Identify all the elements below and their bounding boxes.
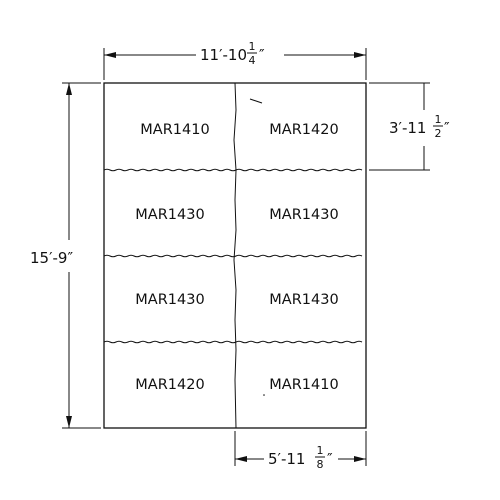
panel-r2-right: MAR1430 [269, 207, 338, 223]
right-height-whole: 3′-11 [389, 119, 426, 137]
stray-dot [263, 394, 265, 396]
top-width-num: 1 [249, 40, 256, 53]
panel-r1-right: MAR1420 [269, 122, 338, 138]
seam-line-2 [103, 254, 363, 258]
panel-r4-right: MAR1410 [269, 377, 338, 393]
top-width-den: 4 [249, 54, 256, 67]
bottom-width-dimension: 5′-11 1 8 ″ [234, 431, 367, 471]
left-height-dimension: 15′-9″ [30, 82, 101, 429]
center-divider-line [233, 82, 237, 429]
panel-r4-left: MAR1420 [135, 377, 204, 393]
seam-line-1 [103, 168, 363, 172]
top-width-whole: 11′-10 [200, 46, 247, 64]
bottom-width-suffix: ″ [327, 450, 333, 468]
left-height-text: 15′-9″ [30, 249, 73, 267]
top-width-dimension: 11′-10 1 4 ″ [103, 40, 367, 80]
panel-r1-left: MAR1410 [140, 122, 209, 138]
right-height-suffix: ″ [444, 119, 450, 137]
right-height-num: 1 [435, 113, 442, 126]
right-height-dimension: 3′-11 1 2 ″ [369, 82, 450, 171]
panel-r2-left: MAR1430 [135, 207, 204, 223]
stray-mark [249, 98, 263, 104]
seam-line-3 [103, 340, 363, 344]
bottom-width-whole: 5′-11 [268, 450, 305, 468]
bottom-width-num: 1 [317, 444, 324, 457]
right-height-den: 2 [435, 127, 442, 140]
panel-r3-left: MAR1430 [135, 292, 204, 308]
bottom-width-den: 8 [317, 458, 324, 471]
top-width-suffix: ″ [259, 46, 265, 64]
panel-r3-right: MAR1430 [269, 292, 338, 308]
